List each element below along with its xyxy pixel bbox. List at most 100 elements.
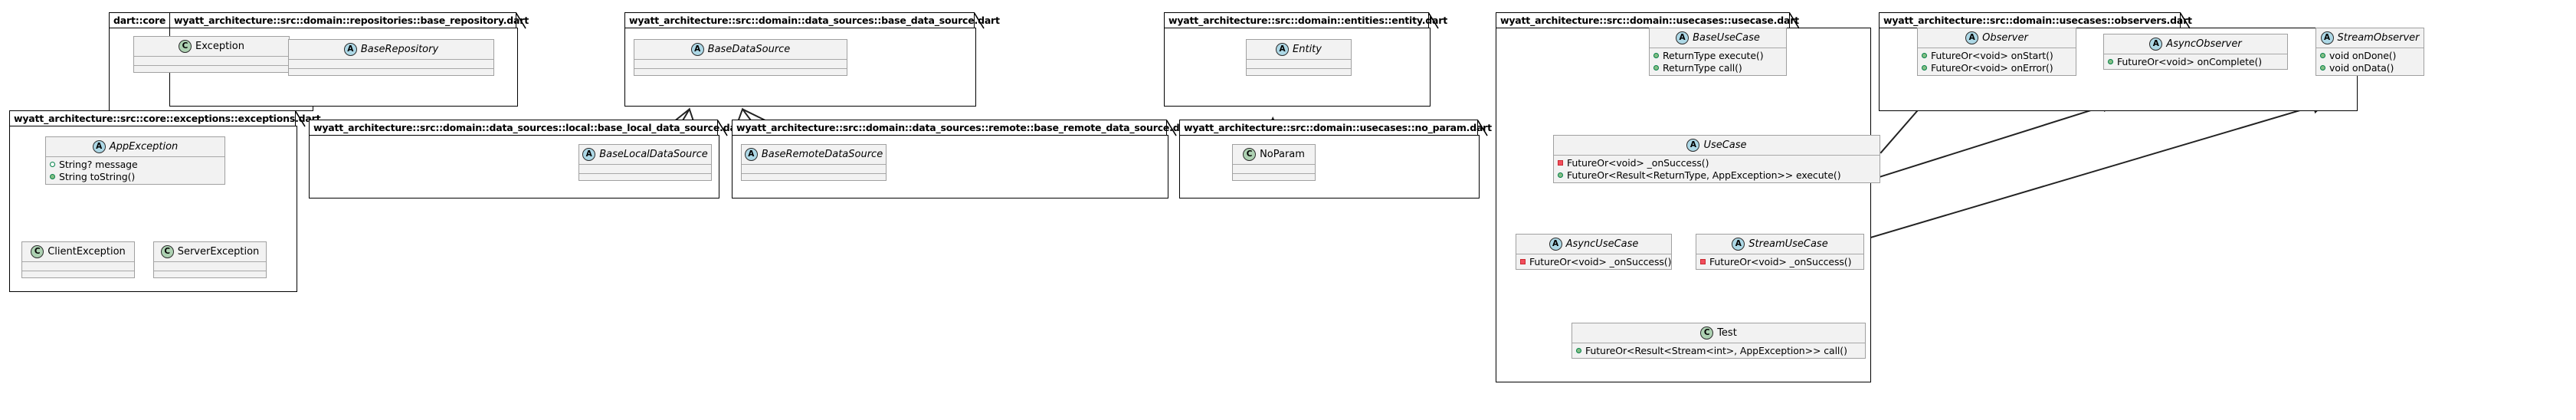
package-title: wyatt_architecture::src::domain::reposit… <box>174 15 529 26</box>
class-member: FutureOr<Result<Stream<int>, AppExceptio… <box>1572 344 1865 356</box>
package-tab: wyatt_architecture::src::domain::usecase… <box>1179 120 1492 136</box>
class-member: FutureOr<void> _onSuccess() <box>1554 156 1880 169</box>
class-member: FutureOr<Result<ReturnType, AppException… <box>1554 169 1880 181</box>
class-name: AsyncObserver <box>2166 38 2242 50</box>
class-member: void onData() <box>2316 61 2424 74</box>
class-separator <box>22 261 134 262</box>
class-stereotype-icon: C <box>1243 148 1257 161</box>
package-title: wyatt_architecture::src::domain::data_so… <box>736 122 1195 133</box>
class-members <box>134 57 289 65</box>
class-footer <box>579 173 711 180</box>
class-separator <box>742 164 886 165</box>
public-visibility-icon <box>1922 52 1927 58</box>
public-visibility-icon <box>2320 52 2325 58</box>
public-visibility-icon <box>2320 64 2325 71</box>
member-signature: String? message <box>59 158 138 170</box>
package-tab-corner <box>515 11 526 29</box>
abstract-stereotype-icon: A <box>92 140 106 153</box>
package-title: wyatt_architecture::src::domain::usecase… <box>1500 15 1799 26</box>
class-member: String toString() <box>46 170 224 182</box>
abstract-stereotype-icon: A <box>1686 139 1700 152</box>
package-tab-corner <box>716 119 728 136</box>
abstract-stereotype-icon: A <box>582 148 596 161</box>
class-member: FutureOr<void> onStart() <box>1918 49 2076 61</box>
private-visibility-icon <box>1700 258 1706 264</box>
class-name: StreamObserver <box>2337 32 2420 44</box>
class-footer <box>154 271 266 277</box>
abstract-stereotype-icon: A <box>1732 238 1745 251</box>
public-visibility-icon <box>1653 64 1659 71</box>
class-name: BaseDataSource <box>707 44 791 55</box>
class-members <box>1247 60 1351 68</box>
package-tab-corner <box>973 11 985 29</box>
class-stereotype-icon: C <box>160 245 174 258</box>
class-member: ReturnType execute() <box>1650 49 1786 61</box>
abstract-stereotype-icon: A <box>1276 43 1290 56</box>
class-separator <box>134 56 289 57</box>
package-title: dart::core <box>113 15 166 26</box>
abstract-stereotype-icon: A <box>2149 38 2163 51</box>
member-signature: FutureOr<void> _onSuccess() <box>1529 255 1672 267</box>
package-tab-corner <box>2179 11 2191 29</box>
class-name: ServerException <box>177 246 260 258</box>
class-separator <box>289 59 493 60</box>
class-name: Test <box>1717 327 1737 339</box>
class-name: UseCase <box>1703 139 1747 151</box>
public-visibility-icon <box>1558 172 1563 178</box>
package-tab: wyatt_architecture::src::core::exception… <box>9 110 321 126</box>
class-members <box>742 165 886 173</box>
class-members <box>289 60 493 68</box>
class-members: FutureOr<void> _onSuccess()FutureOr<Resu… <box>1554 156 1880 182</box>
private-visibility-icon <box>1520 258 1526 264</box>
edge-usecase-observer <box>1880 105 1922 154</box>
package-tab-corner <box>1165 119 1177 136</box>
class-separator <box>1233 164 1315 165</box>
member-signature: void onData() <box>2329 61 2394 74</box>
class-separator <box>46 156 224 157</box>
package-no-param[interactable]: wyatt_architecture::src::domain::usecase… <box>1179 119 1492 199</box>
class-name: StreamUseCase <box>1748 238 1828 250</box>
package-tab: wyatt_architecture::src::domain::usecase… <box>1879 12 2192 28</box>
class-member: String? message <box>46 158 224 170</box>
public-visibility-icon <box>2108 58 2113 64</box>
abstract-stereotype-icon: A <box>1676 31 1689 44</box>
package-tab-corner <box>294 110 306 127</box>
class-separator <box>634 59 847 60</box>
class-members: FutureOr<void> _onSuccess() <box>1696 254 1863 269</box>
class-name: NoParam <box>1260 149 1305 160</box>
class-footer <box>1247 68 1351 75</box>
package-title: wyatt_architecture::src::domain::usecase… <box>1184 122 1492 133</box>
package-tab: wyatt_architecture::src::domain::entitie… <box>1164 12 1447 28</box>
package-base-local-data-source[interactable]: wyatt_architecture::src::domain::data_so… <box>309 119 746 199</box>
class-member: FutureOr<void> onError() <box>1918 61 2076 74</box>
class-members <box>154 262 266 271</box>
package-tab: wyatt_architecture::src::domain::reposit… <box>169 12 529 28</box>
